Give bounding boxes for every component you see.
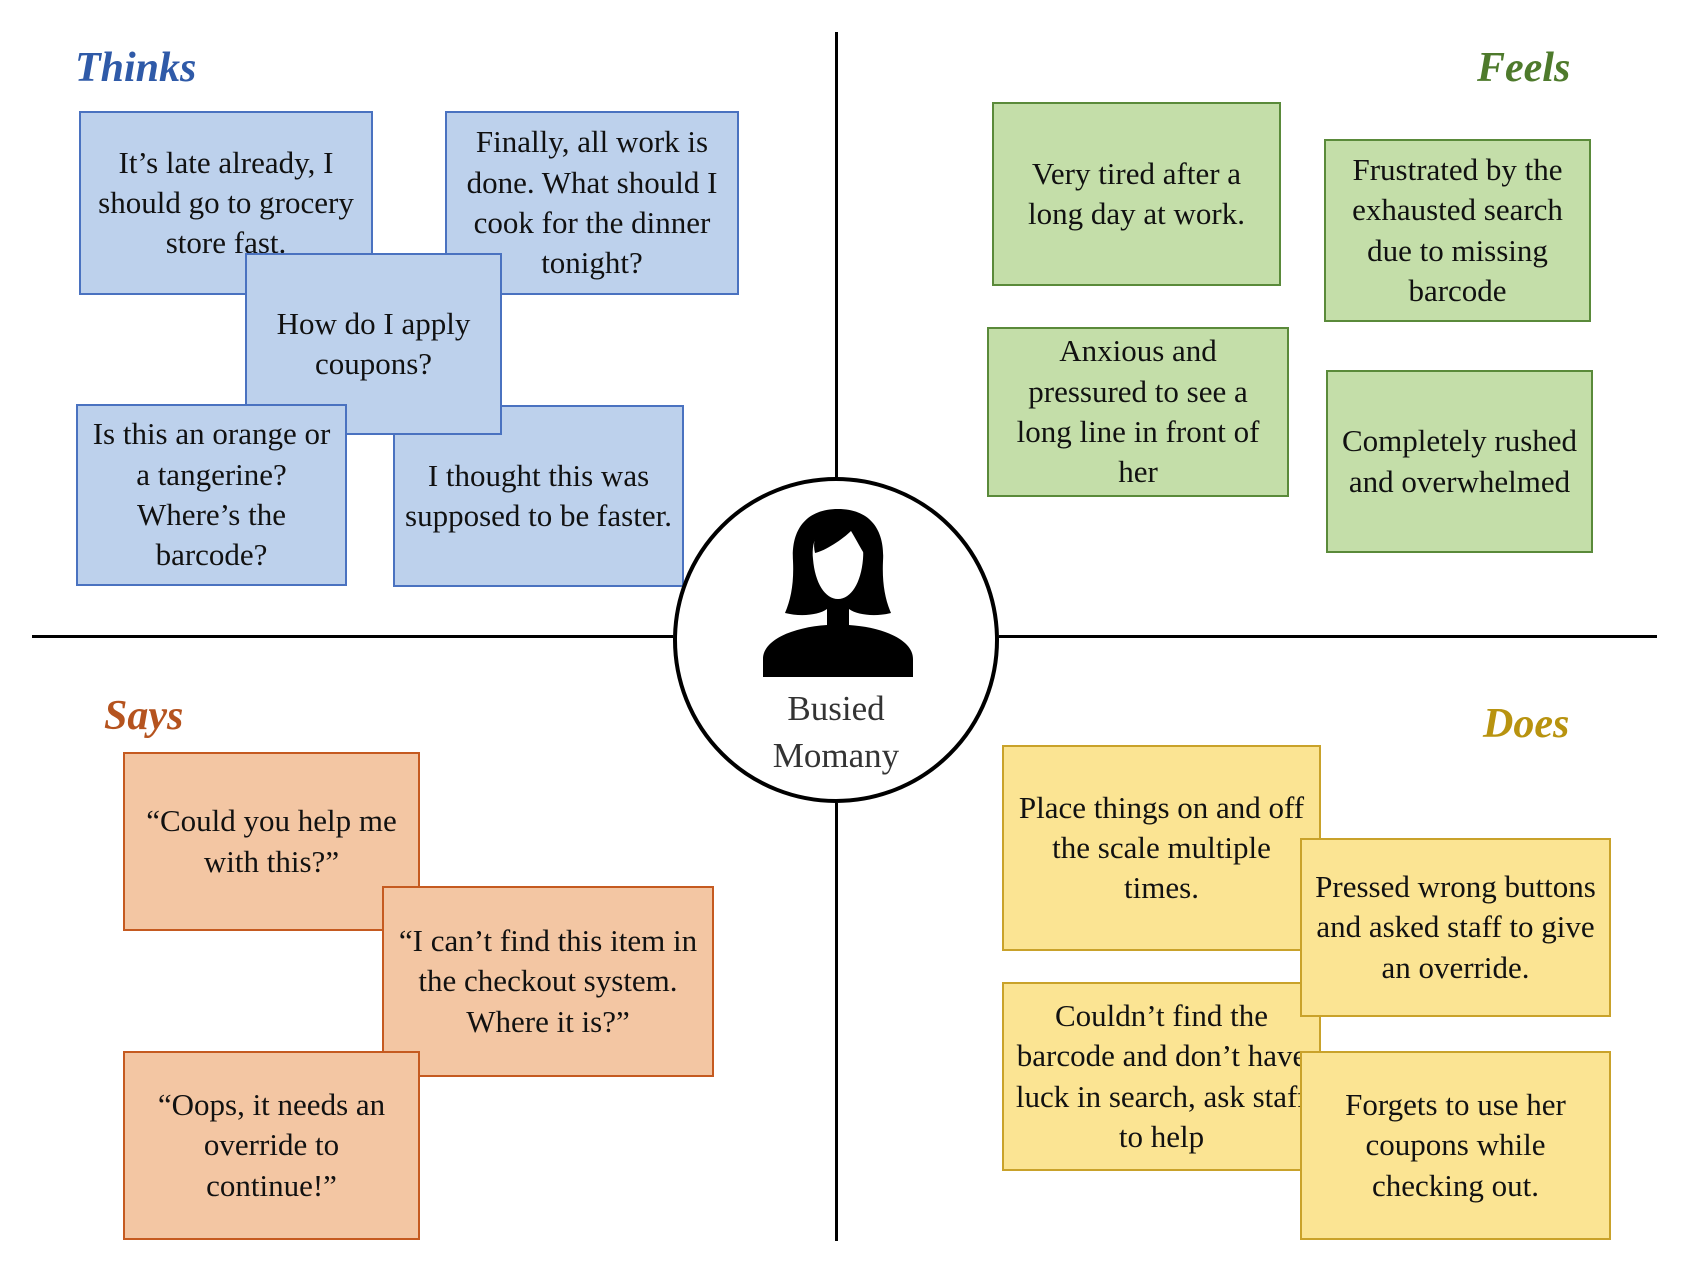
- thinks-note: It’s late already, I should go to grocer…: [79, 111, 373, 295]
- feels-title: Feels: [1477, 45, 1571, 91]
- says-note: “Could you help me with this?”: [123, 752, 420, 931]
- persona-circle: Busied Momany: [673, 477, 999, 803]
- says-note: “I can’t find this item in the checkout …: [382, 886, 714, 1077]
- says-title: Says: [104, 693, 184, 739]
- persona-name-line-2: Momany: [772, 736, 900, 776]
- thinks-note: Is this an orange or a tangerine? Where’…: [76, 404, 347, 586]
- feels-note: Frustrated by the exhausted search due t…: [1324, 139, 1591, 322]
- thinks-note: Finally, all work is done. What should I…: [445, 111, 739, 295]
- horizontal-divider-right: [999, 635, 1657, 638]
- persona-name: Busied Momany: [677, 685, 995, 780]
- vertical-divider-bottom: [835, 803, 838, 1241]
- does-note: Forgets to use her coupons while checkin…: [1300, 1051, 1611, 1240]
- feels-note: Anxious and pressured to see a long line…: [987, 327, 1289, 497]
- feels-note: Very tired after a long day at work.: [992, 102, 1281, 286]
- does-note: Pressed wrong buttons and asked staff to…: [1300, 838, 1611, 1017]
- horizontal-divider-left: [32, 635, 673, 638]
- vertical-divider-top: [835, 32, 838, 477]
- person-icon: [763, 509, 913, 677]
- feels-note: Completely rushed and overwhelmed: [1326, 370, 1593, 553]
- does-note: Place things on and off the scale multip…: [1002, 745, 1321, 951]
- does-note: Couldn’t find the barcode and don’t have…: [1002, 982, 1321, 1171]
- does-title: Does: [1483, 701, 1570, 747]
- says-note: “Oops, it needs an override to continue!…: [123, 1051, 420, 1240]
- thinks-note: I thought this was supposed to be faster…: [393, 405, 684, 587]
- thinks-title: Thinks: [75, 45, 197, 91]
- persona-name-line-1: Busied: [787, 689, 885, 728]
